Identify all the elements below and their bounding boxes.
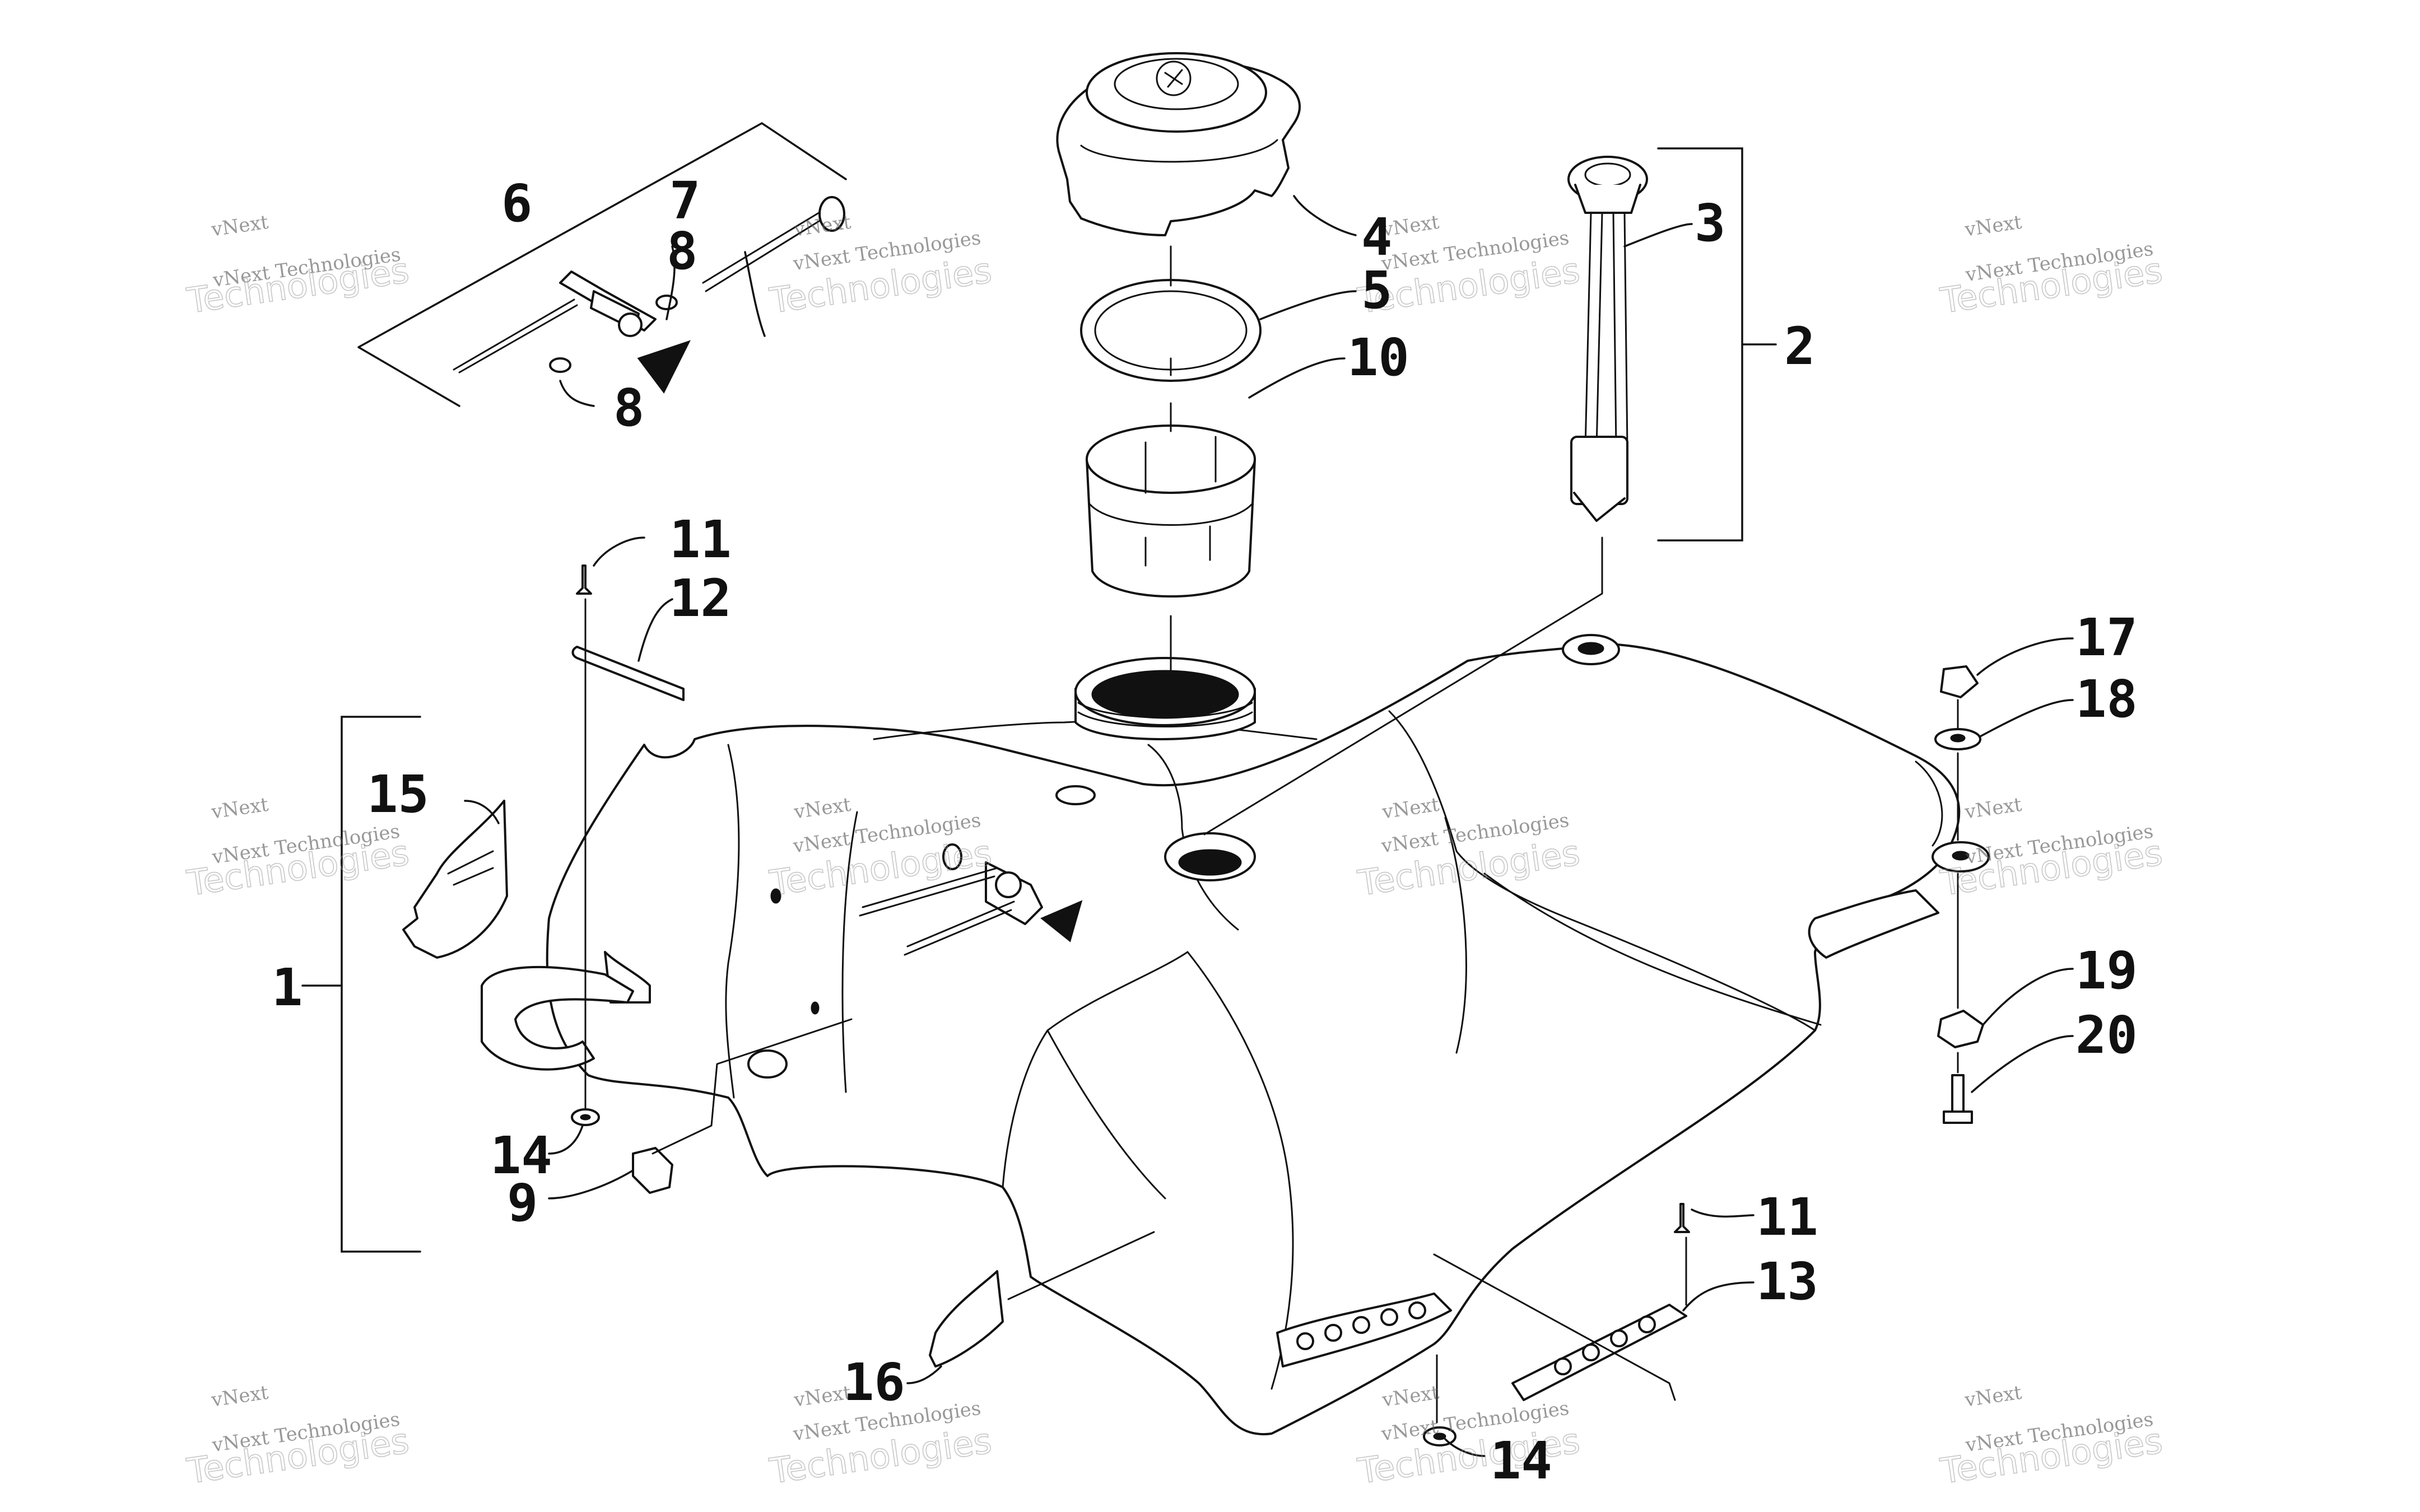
callout-9: 9	[507, 1173, 538, 1233]
callout-1: 1	[272, 958, 302, 1018]
watermark: vNext vNext Technologies Technologies	[184, 1382, 412, 1492]
rivet-11-upper	[576, 564, 592, 595]
callout-11-lower: 11	[1756, 1187, 1818, 1247]
fuel-tank-body	[546, 634, 1961, 1436]
callout-8-upper: 8	[667, 221, 697, 281]
callout-labels: 1 2 3 4 5 6 7 8 8 9 10 11 11 12 13 14 14…	[272, 171, 2138, 1491]
callout-12: 12	[669, 568, 732, 628]
watermark: vNext vNext Technologies Technologies	[1937, 794, 2165, 904]
decal-front	[929, 1270, 1004, 1368]
nut-9	[632, 1147, 673, 1194]
svg-text:vNext: vNext	[210, 1382, 270, 1412]
mounting-hardware-kit	[357, 122, 847, 407]
callout-17: 17	[2075, 608, 2138, 668]
callout-18: 18	[2075, 669, 2138, 729]
callout-16: 16	[843, 1352, 905, 1412]
callout-13: 13	[1756, 1252, 1818, 1312]
callout-2: 2	[1784, 316, 1815, 376]
bracket-lines	[301, 147, 1959, 1424]
callout-5: 5	[1361, 260, 1392, 320]
fuel-gauge-sender	[1567, 156, 1648, 522]
callout-15: 15	[367, 764, 429, 824]
watermark: vNext vNext Technologies Technologies	[766, 794, 994, 904]
svg-text:vNext: vNext	[1380, 1382, 1441, 1412]
callout-14-bottom: 14	[1490, 1431, 1552, 1491]
svg-text:vNext: vNext	[1963, 1382, 2023, 1412]
watermark: vNext vNext Technologies Technologies	[766, 211, 994, 322]
callout-leaders	[464, 195, 2074, 1457]
callout-20: 20	[2075, 1005, 2138, 1065]
bolt-20	[1943, 1074, 1973, 1124]
strap-clamp-left	[481, 965, 634, 1071]
nut-17	[1940, 665, 1979, 698]
callout-19: 19	[2075, 941, 2138, 1001]
grommet-14-left	[571, 1108, 600, 1126]
retaining-strap-13	[1511, 1304, 1687, 1401]
svg-text:vNext: vNext	[210, 794, 270, 824]
decal-left	[402, 800, 508, 959]
watermark: vNext vNext Technologies Technologies	[1937, 211, 2165, 322]
callout-11-upper: 11	[669, 510, 732, 570]
callout-3: 3	[1695, 193, 1725, 253]
mounting-hardware-installed	[859, 843, 1083, 956]
fuel-strainer	[1086, 424, 1256, 598]
nut-19	[1937, 1010, 1984, 1048]
rivet-11-lower	[1674, 1203, 1690, 1233]
svg-text:vNext: vNext	[1963, 794, 2023, 824]
callout-8-lower: 8	[613, 378, 644, 438]
callout-7: 7	[669, 171, 700, 231]
svg-text:vNext: vNext	[792, 211, 853, 241]
callout-10: 10	[1347, 328, 1409, 388]
retaining-strap-12	[571, 646, 685, 701]
svg-text:vNext: vNext	[210, 211, 270, 241]
callout-6: 6	[501, 174, 532, 234]
watermark: vNext vNext Technologies Technologies	[184, 211, 412, 322]
washer-18	[1934, 728, 1981, 750]
gasket-ring	[1080, 279, 1262, 382]
fuel-cap	[1056, 52, 1301, 236]
callout-4: 4	[1361, 207, 1392, 267]
callout-14-left: 14	[490, 1126, 552, 1186]
svg-text:vNext: vNext	[1963, 211, 2023, 241]
watermark: vNext vNext Technologies Technologies	[1937, 1382, 2165, 1492]
grommet-mount	[1932, 841, 1990, 872]
